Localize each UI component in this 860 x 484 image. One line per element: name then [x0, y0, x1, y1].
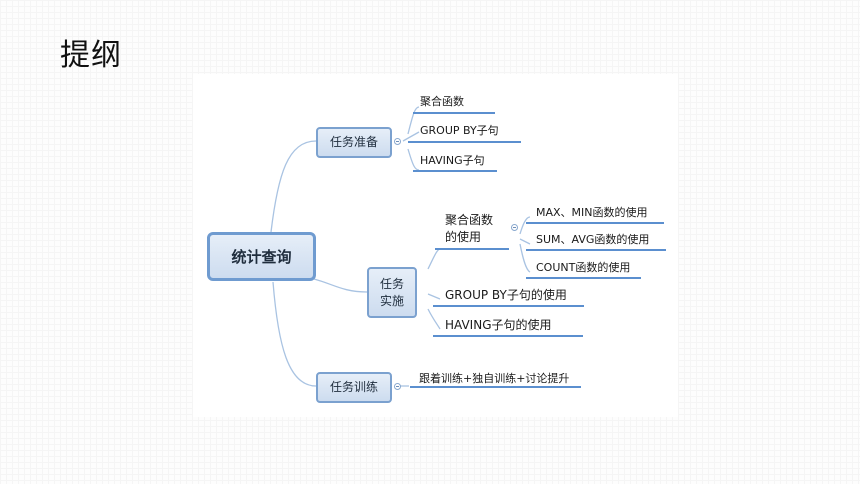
mind-map: 统计查询 任务准备 聚合函数 GROUP BY子句 HAVING子句 任务 实施…: [193, 74, 678, 417]
connector-prep-children: [402, 106, 420, 171]
leaf-underline: [433, 305, 584, 307]
leaf-group-by-usage: GROUP BY子句的使用: [445, 288, 567, 302]
leaf-underline: [433, 335, 583, 337]
branch-node-label-line1: 任务: [379, 276, 404, 291]
collapse-toggle-icon[interactable]: [394, 138, 401, 145]
leaf-max-min: MAX、MIN函数的使用: [536, 206, 648, 219]
leaf-underline: [413, 170, 497, 172]
collapse-toggle-icon[interactable]: [394, 383, 401, 390]
branch-node-task-train[interactable]: 任务训练: [316, 372, 392, 403]
leaf-aggregate: 聚合函数: [420, 95, 464, 108]
collapse-toggle-icon[interactable]: [511, 224, 518, 231]
leaf-count: COUNT函数的使用: [536, 261, 631, 274]
branch-node-task-prep[interactable]: 任务准备: [316, 127, 392, 158]
leaf-training: 跟着训练+独自训练+讨论提升: [419, 372, 570, 385]
branch-node-label: 任务准备: [329, 135, 378, 149]
connector-root-train: [272, 281, 317, 387]
slide-title: 提纲: [60, 38, 122, 73]
leaf-underline: [413, 112, 495, 114]
leaf-sum-avg: SUM、AVG函数的使用: [536, 233, 650, 246]
mind-map-connectors: [270, 106, 531, 387]
branch-node-label: 任务训练: [329, 380, 378, 394]
sub-branch-label-line2: 的使用: [445, 230, 482, 244]
leaf-group-by: GROUP BY子句: [420, 124, 499, 137]
root-node-label: 统计查询: [231, 248, 292, 266]
sub-branch-label-line1: 聚合函数: [445, 213, 494, 227]
leaf-having: HAVING子句: [420, 154, 485, 167]
connector-agg-children: [519, 216, 531, 273]
connector-root-impl: [313, 278, 368, 293]
connector-impl-children: [427, 248, 441, 330]
leaf-underline: [526, 277, 641, 279]
branch-node-label-line2: 实施: [379, 293, 404, 308]
leaf-having-usage: HAVING子句的使用: [445, 318, 552, 332]
leaf-underline: [526, 222, 664, 224]
leaf-underline: [410, 386, 581, 388]
leaf-underline: [435, 248, 509, 250]
leaf-underline: [408, 141, 521, 143]
leaf-underline: [526, 249, 666, 251]
root-node[interactable]: 统计查询: [207, 232, 316, 281]
sub-branch-aggregate-usage[interactable]: 聚合函数 的使用: [445, 212, 493, 246]
branch-node-task-impl[interactable]: 任务 实施: [367, 267, 417, 318]
connector-root-prep: [270, 140, 317, 233]
